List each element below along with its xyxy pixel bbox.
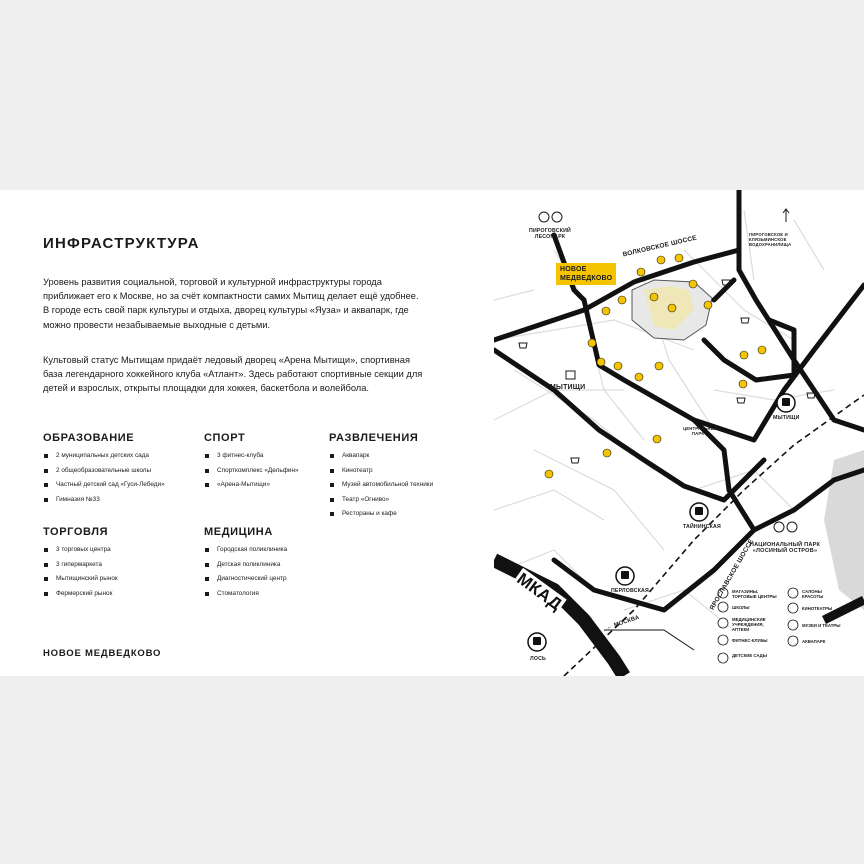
list-item: Диагностический центр <box>204 572 287 587</box>
legend-shops: МАГАЗИНЫ, ТОРГОВЫЕ ЦЕНТРЫ <box>732 589 777 599</box>
cart-icons <box>518 279 816 464</box>
list-item: «Арена-Мытищи» <box>204 478 299 493</box>
category-sport: СПОРТ 3 фитнес-клуба Спорткомплекс «Дель… <box>204 432 299 493</box>
list-item: Театр «Огниво» <box>329 493 433 508</box>
project-label-line1: НОВОЕ <box>560 266 587 273</box>
list-item: 2 муниципальных детских сада <box>43 449 165 464</box>
category-title: ОБРАЗОВАНИЕ <box>43 432 135 444</box>
sport-paragraph: Культовый статус Мытищам придаёт ледовый… <box>43 355 423 394</box>
category-trade: ТОРГОВЛЯ 3 торговых центра 3 гипермаркет… <box>43 526 118 601</box>
category-education: ОБРАЗОВАНИЕ 2 муниципальных детских сада… <box>43 432 165 507</box>
legend-icons <box>717 587 799 664</box>
street-grid <box>494 209 835 631</box>
category-entertainment: РАЗВЛЕЧЕНИЯ Аквапарк Кинотеатр Музей авт… <box>329 432 433 522</box>
list-item: Фермерский рынок <box>43 587 118 602</box>
area-map: НОВОЕ МЕДВЕДКОВО ПИРОГОВСКИЙ ЛЕСОПАРК ВО… <box>494 190 864 676</box>
category-title: МЕДИЦИНА <box>204 526 273 538</box>
tree-icons <box>538 211 798 533</box>
forest-area <box>824 450 864 610</box>
page-title: ИНФРАСТРУКТУРА <box>43 235 200 252</box>
label-station-mytishchi: МЫТИЩИ <box>773 415 800 421</box>
legend-fitness: ФИТНЕС-КЛУБЫ <box>732 638 768 643</box>
list-item: 2 общеобразовательные школы <box>43 464 165 479</box>
list-item: Мытищинский рынок <box>43 572 118 587</box>
north-arrow-icon <box>782 208 790 222</box>
poi-icons <box>544 253 767 479</box>
intro-paragraph: Уровень развития социальной, торговой и … <box>43 277 419 330</box>
list-item: Городская поликлиника <box>204 543 287 558</box>
label-station-tayninskaya: ТАЙНИНСКАЯ <box>683 524 721 530</box>
brand-footer: НОВОЕ МЕДВЕДКОВО <box>43 648 162 659</box>
list-item: 3 торговых центра <box>43 543 118 558</box>
list-item: Стоматология <box>204 587 287 602</box>
label-station-los: ЛОСЬ <box>530 656 546 662</box>
category-list: Аквапарк Кинотеатр Музей автомобильной т… <box>329 449 433 522</box>
legend-beauty: САЛОНЫ КРАСОТЫ <box>802 589 824 599</box>
list-item: Рестораны и кафе <box>329 507 433 522</box>
legend-theatres: МУЗЕИ И ТЕАТРЫ <box>802 623 841 628</box>
list-item: 3 гипермаркета <box>43 558 118 573</box>
list-item: Кинотеатр <box>329 464 433 479</box>
project-label-line2: МЕДВЕДКОВО <box>560 275 613 282</box>
label-reservoir: ПИРОГОВСКОЕ И КЛЯЗЬМИНСКОЕ ВОДОХРАНИЛИЩА <box>749 232 792 247</box>
list-item: 3 фитнес-клуба <box>204 449 299 464</box>
category-title: ТОРГОВЛЯ <box>43 526 109 538</box>
label-city-mytishchi: МЫТИЩИ <box>550 384 586 391</box>
category-title: СПОРТ <box>204 432 246 444</box>
list-item: Гимназия №33 <box>43 493 165 508</box>
station-glyphs <box>533 398 790 645</box>
infrastructure-panel: ИНФРАСТРУКТУРА Уровень развития социальн… <box>0 190 864 676</box>
category-medicine: МЕДИЦИНА Городская поликлиника Детская п… <box>204 526 287 601</box>
project-label: НОВОЕ МЕДВЕДКОВО <box>556 263 617 285</box>
label-national-park: НАЦИОНАЛЬНЫЙ ПАРК «ЛОСИНЫЙ ОСТРОВ» <box>749 542 821 554</box>
category-list: 3 торговых центра 3 гипермаркета Мытищин… <box>43 543 118 601</box>
text-column: ИНФРАСТРУКТУРА Уровень развития социальн… <box>43 190 483 676</box>
category-list: 2 муниципальных детских сада 2 общеобраз… <box>43 449 165 507</box>
legend-schools: ШКОЛЫ <box>732 605 750 610</box>
main-roads <box>494 190 864 613</box>
category-list: Городская поликлиника Детская поликлиник… <box>204 543 287 601</box>
legend-cinemas: КИНОТЕАТРЫ <box>802 606 833 611</box>
list-item: Аквапарк <box>329 449 433 464</box>
label-station-perlovskaya: ПЕРЛОВСКАЯ <box>611 588 649 594</box>
category-title: РАЗВЛЕЧЕНИЯ <box>329 432 419 444</box>
legend-medical: МЕДИЦИНСКИЕ УЧРЕЖДЕНИЯ, АПТЕКИ <box>732 617 766 632</box>
label-pirogovsky-park: ПИРОГОВСКИЙ ЛЕСОПАРК <box>529 228 571 240</box>
list-item: Частный детский сад «Гуси-Лебеди» <box>43 478 165 493</box>
legend-aquapark: АКВАПАРК <box>802 639 826 644</box>
list-item: Музей автомобильной техники <box>329 478 433 493</box>
list-item: Спорткомплекс «Дельфин» <box>204 464 299 479</box>
list-item: Детская поликлиника <box>204 558 287 573</box>
label-central-park: ЦЕНТРАЛЬНЫЙ ПАРК <box>683 426 719 436</box>
legend-kindergartens: ДЕТСКИЕ САДЫ <box>732 653 767 658</box>
city-icon <box>565 370 576 380</box>
railway-line <box>563 394 864 676</box>
category-list: 3 фитнес-клуба Спорткомплекс «Дельфин» «… <box>204 449 299 493</box>
